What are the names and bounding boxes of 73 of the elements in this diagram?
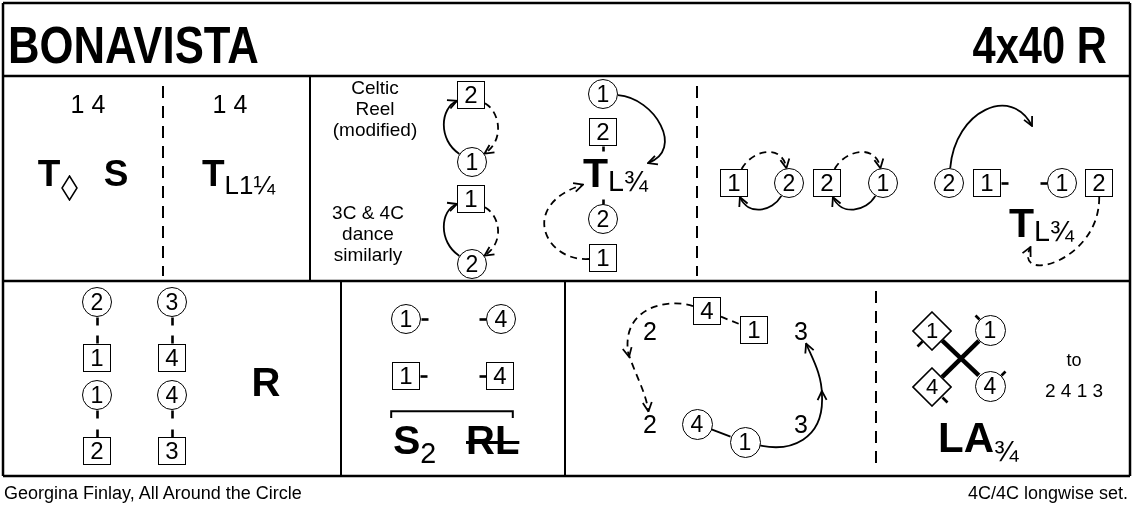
- arrow: [442, 100, 461, 155]
- figure-symbol: RL: [466, 420, 520, 460]
- dancer-circle: 1: [974, 314, 1006, 346]
- dancer-diamond: 1: [912, 311, 952, 351]
- dancer-square: 1: [973, 169, 1001, 197]
- dancer-square: 2: [1085, 169, 1113, 197]
- dancer-circle: 2: [82, 287, 112, 317]
- dancer-circle: 2: [457, 249, 487, 279]
- arrow: [622, 302, 694, 413]
- figure-symbol: S: [103, 155, 129, 192]
- figure-symbol: T$_{L¾}$: [1009, 202, 1074, 247]
- dancer-square: 4: [158, 344, 186, 372]
- dancer-square: 1: [589, 244, 617, 272]
- connector-line: [710, 428, 732, 438]
- arrow: [740, 151, 790, 170]
- dancer-circle: 2: [934, 168, 964, 198]
- dancer-circle: 2: [774, 168, 804, 198]
- bar-numbers: 1 4: [212, 92, 248, 117]
- dancer-circle: 4: [681, 408, 713, 440]
- arrow: [833, 151, 884, 170]
- bar-numbers: 1 4: [70, 92, 106, 117]
- arrow: [442, 203, 461, 257]
- figure-symbol: R: [251, 362, 281, 402]
- dancer-square: 1: [83, 344, 111, 372]
- note-text: to: [1066, 351, 1082, 369]
- dancer-square: 1: [720, 169, 748, 197]
- set-description: 4C/4C longwise set.: [967, 484, 1128, 502]
- dancer-circle: 1: [82, 380, 112, 410]
- title: BONAVISTA: [8, 19, 259, 71]
- position-number: 3: [794, 412, 808, 437]
- arrow: [483, 102, 499, 155]
- dancer-circle: 3: [157, 287, 187, 317]
- position-number: 2: [643, 319, 657, 344]
- figure-symbol: T: [37, 155, 61, 192]
- arrow: [617, 94, 666, 164]
- dancer-circle: 4: [157, 380, 187, 410]
- dancer-circle: 2: [588, 204, 618, 234]
- dancer-square: 1: [457, 185, 485, 213]
- arrow: [543, 183, 590, 260]
- dancer-circle: 4: [974, 370, 1006, 402]
- connector-line: [720, 315, 741, 326]
- dancer-square: 1: [392, 362, 420, 390]
- note-text: Celtic Reel (modified): [331, 77, 419, 140]
- figure-symbol: T$_{L¾}$: [583, 152, 648, 197]
- dancer-square: 2: [83, 437, 111, 465]
- dancer-circle: 4: [486, 304, 516, 334]
- dancer-square: 4: [693, 297, 721, 325]
- dancer-square: 3: [158, 437, 186, 465]
- arrow: [1022, 196, 1101, 267]
- position-number: 2: [643, 411, 657, 437]
- source-credit: Georgina Finlay, All Around the Circle: [4, 484, 302, 502]
- dancer-square: 2: [813, 169, 841, 197]
- arrow: [739, 195, 783, 211]
- note-text: 2 4 1 3: [1044, 381, 1104, 400]
- dancer-square: 1: [740, 316, 768, 344]
- dancer-square: 2: [589, 118, 617, 146]
- dance-format: 4x40 R: [972, 19, 1107, 71]
- dancer-circle: 1: [868, 168, 898, 198]
- dancer-square: 2: [457, 81, 485, 109]
- dancer-circle: 1: [729, 426, 761, 458]
- figure-symbol: S$_{2}$: [393, 420, 437, 461]
- position-number: 3: [794, 318, 808, 344]
- arrow: [759, 342, 828, 449]
- dancer-square: 4: [486, 362, 514, 390]
- dancer-circle: 1: [588, 79, 618, 109]
- dancer-circle: 1: [457, 147, 487, 177]
- arrow: [832, 195, 877, 211]
- dancer-diamond: 4: [912, 367, 952, 407]
- note-text: 3C & 4C dance similarly: [331, 202, 405, 265]
- dancer-circle: 1: [391, 304, 421, 334]
- arrow: [483, 206, 499, 257]
- dancer-circle: 1: [1047, 168, 1077, 198]
- arrow: [949, 104, 1033, 169]
